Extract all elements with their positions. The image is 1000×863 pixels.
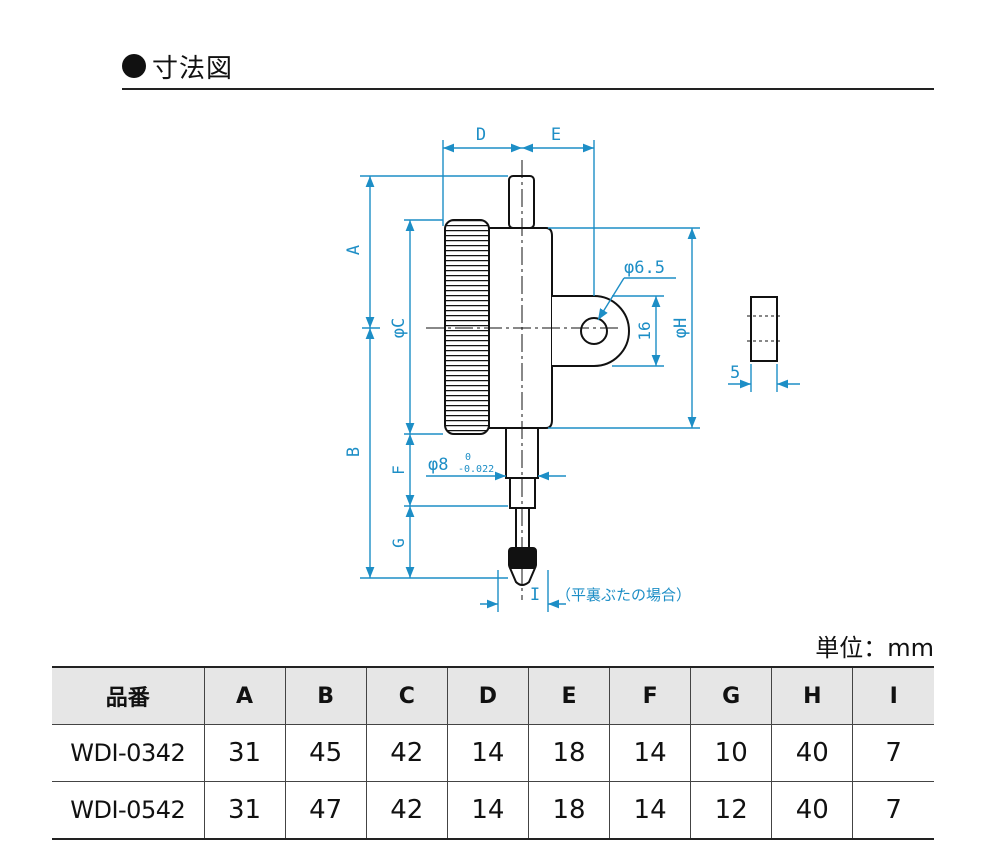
section-title: 寸法図 (152, 53, 234, 84)
header-cell: B (284, 666, 367, 725)
cell: 10 (690, 724, 772, 782)
table-row: WDI-0542 31 47 42 14 18 14 12 40 7 (52, 781, 934, 840)
label-b: B (344, 447, 364, 457)
header-cell: A (203, 666, 286, 725)
cell: 18 (527, 724, 610, 782)
label-flat-back: （平裏ぶたの場合） (556, 586, 691, 604)
cell: 45 (284, 724, 367, 782)
header-cell: G (690, 666, 772, 725)
header-cell: I (852, 666, 934, 725)
unit-note: 単位：mm (815, 634, 934, 662)
header-cell: H (771, 666, 853, 725)
label-phi8: φ8 (428, 455, 448, 475)
header-cell: 品番 (52, 666, 204, 725)
label-f: F (389, 465, 408, 475)
dimension-drawing: D E A B φC φH F G 16 φ6.5 φ8 0 -0.022 I … (344, 125, 800, 612)
label-d: D (476, 125, 486, 145)
header-cell: C (365, 666, 448, 725)
spec-table: 品番 A B C D E F G H I WDI-0342 31 45 42 1… (52, 666, 934, 840)
cell: 14 (446, 781, 529, 840)
cell: 12 (690, 781, 772, 840)
cell: 31 (203, 724, 286, 782)
cell: 42 (365, 724, 448, 782)
label-16: 16 (635, 321, 654, 340)
cell: 7 (852, 724, 934, 782)
table-header-row: 品番 A B C D E F G H I (52, 666, 934, 725)
dimension-labels: D E A B φC φH F G 16 φ6.5 φ8 0 -0.022 I … (344, 125, 740, 605)
section-heading: 寸法図 (122, 44, 934, 90)
cell: 7 (852, 781, 934, 840)
label-5: 5 (730, 363, 740, 383)
cell: 31 (203, 781, 286, 840)
label-e: E (551, 125, 561, 145)
header-cell: D (446, 666, 529, 725)
label-phi65: φ6.5 (624, 258, 665, 278)
cell-model: WDI-0342 (52, 724, 204, 782)
label-tol-upper: 0 (465, 452, 471, 463)
bullet-icon (122, 54, 146, 78)
header-cell: E (527, 666, 610, 725)
header-cell: F (609, 666, 691, 725)
label-i: I (530, 585, 540, 605)
cell-model: WDI-0542 (52, 781, 204, 840)
centerlines (426, 160, 781, 600)
label-c: φC (389, 318, 409, 338)
label-g: G (389, 538, 408, 548)
table-row: WDI-0342 31 45 42 14 18 14 10 40 7 (52, 724, 934, 782)
cell: 47 (284, 781, 367, 840)
cell: 14 (609, 724, 691, 782)
gauge-outline (444, 175, 778, 586)
label-tol-lower: -0.022 (458, 464, 494, 475)
label-a: A (344, 245, 364, 255)
cell: 14 (609, 781, 691, 840)
cell: 40 (771, 781, 853, 840)
cell: 18 (527, 781, 610, 840)
dimension-lines (360, 140, 800, 612)
cell: 40 (771, 724, 853, 782)
cell: 14 (446, 724, 529, 782)
label-h: φH (671, 318, 691, 338)
cell: 42 (365, 781, 448, 840)
